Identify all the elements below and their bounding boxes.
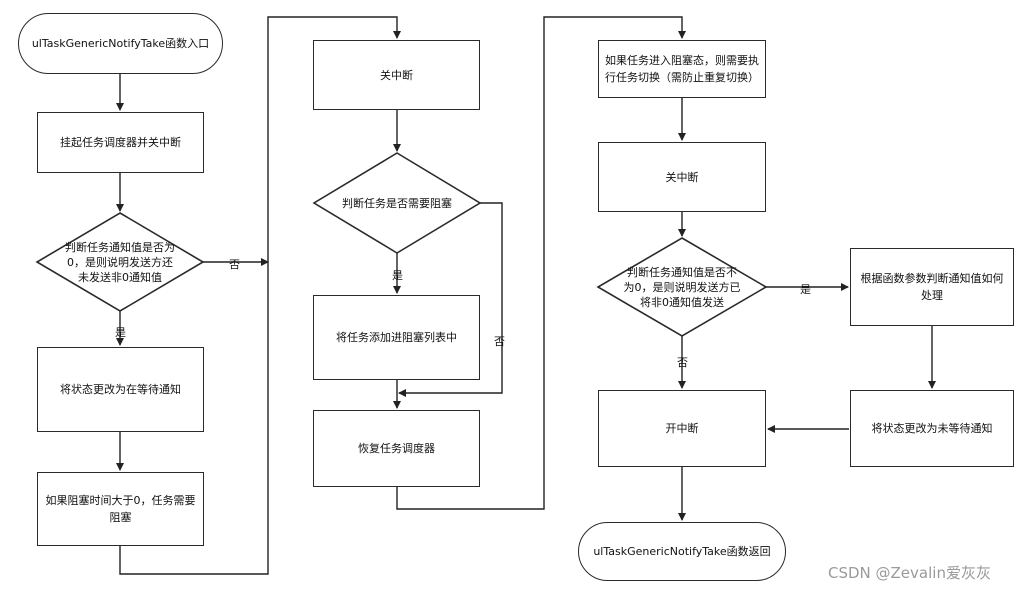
edge-label-yes-2: 是 — [392, 269, 403, 282]
process-set-not-waiting: 将状态更改为未等待通知 — [850, 390, 1014, 467]
edge-label-no-3: 否 — [677, 356, 688, 369]
process-yield-switch: 如果任务进入阻塞态，则需要执行任务切换（需防止重复切换） — [598, 40, 766, 98]
process-set-waiting: 将状态更改为在等待通知 — [37, 347, 204, 432]
decision-check-notify-text: 判断任务通知值是否为0，是则说明发送方还未发送非0通知值 — [65, 240, 175, 284]
process-add-block-list-label: 将任务添加进阻塞列表中 — [336, 331, 457, 344]
start-terminal: ulTaskGenericNotifyTake函数入口 — [18, 13, 223, 74]
process-handle-notify-value-label: 根据函数参数判断通知值如何处理 — [860, 272, 1004, 302]
process-resume-scheduler-label: 恢复任务调度器 — [358, 442, 435, 455]
end-terminal-label: ulTaskGenericNotifyTake函数返回 — [593, 545, 771, 558]
process-add-block-list: 将任务添加进阻塞列表中 — [313, 295, 480, 380]
process-disable-interrupt-1: 关中断 — [313, 40, 480, 110]
edge-label-yes-1: 是 — [115, 326, 126, 339]
decision-check-notify-nonzero-text: 判断任务通知值是否不为0，是则说明发送方已将非0通知值发送 — [623, 265, 741, 309]
edge-label-no-1: 否 — [229, 258, 240, 271]
process-set-not-waiting-label: 将状态更改为未等待通知 — [871, 422, 993, 435]
end-terminal: ulTaskGenericNotifyTake函数返回 — [578, 522, 786, 581]
process-resume-scheduler: 恢复任务调度器 — [313, 410, 480, 487]
edge-checkblock-no — [398, 202, 503, 397]
process-enable-interrupt: 开中断 — [598, 390, 766, 467]
edge-timeout-to-col2 — [119, 16, 401, 575]
edge-resume-to-col3 — [396, 16, 686, 510]
process-suspend-scheduler: 挂起任务调度器并关中断 — [37, 112, 204, 173]
process-disable-interrupt-2-label: 关中断 — [665, 170, 699, 184]
watermark-text: CSDN @Zevalin爱灰灰 — [828, 564, 991, 582]
process-handle-notify-value: 根据函数参数判断通知值如何处理 — [850, 248, 1014, 326]
process-yield-switch-label: 如果任务进入阻塞态，则需要执行任务切换（需防止重复切换） — [605, 54, 759, 84]
edge-label-yes-3: 是 — [800, 283, 811, 296]
process-suspend-scheduler-label: 挂起任务调度器并关中断 — [60, 136, 181, 149]
process-disable-interrupt-1-label: 关中断 — [380, 68, 413, 82]
edge-label-no-2: 否 — [494, 335, 505, 348]
process-check-timeout: 如果阻塞时间大于0，任务需要阻塞 — [37, 472, 204, 546]
process-set-waiting-label: 将状态更改为在等待通知 — [60, 383, 181, 396]
process-enable-interrupt-label: 开中断 — [665, 422, 699, 435]
process-disable-interrupt-2: 关中断 — [598, 142, 766, 212]
process-check-timeout-label: 如果阻塞时间大于0，任务需要阻塞 — [45, 494, 196, 524]
start-terminal-label: ulTaskGenericNotifyTake函数入口 — [31, 37, 210, 50]
decision-check-block-text: 判断任务是否需要阻塞 — [342, 196, 452, 210]
